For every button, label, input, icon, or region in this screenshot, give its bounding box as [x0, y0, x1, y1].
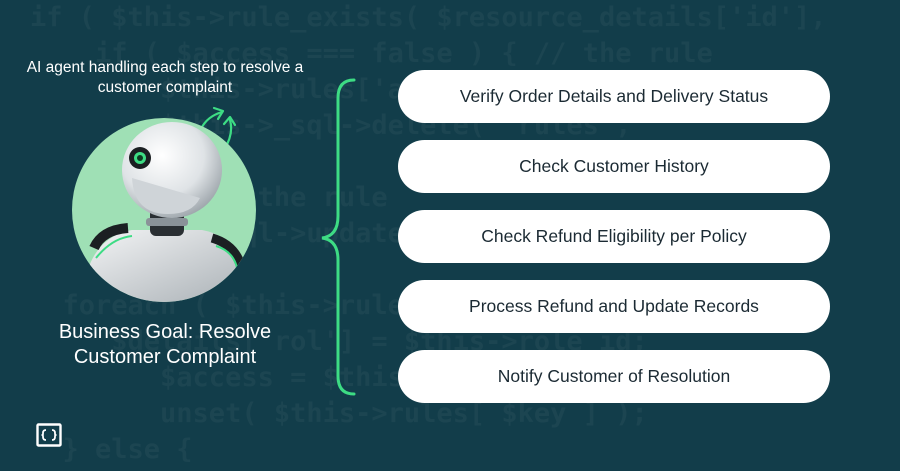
- step-process-refund: Process Refund and Update Records: [398, 280, 830, 333]
- step-check-history: Check Customer History: [398, 140, 830, 193]
- step-check-refund-eligibility: Check Refund Eligibility per Policy: [398, 210, 830, 263]
- step-verify-order: Verify Order Details and Delivery Status: [398, 70, 830, 123]
- business-goal-title: Business Goal: Resolve Customer Complain…: [58, 321, 272, 368]
- robot-icon: [82, 122, 250, 302]
- logo-icon: [36, 423, 62, 447]
- caption-text: AI agent handling each step to resolve a…: [26, 59, 304, 96]
- steps-list: Verify Order Details and Delivery Status…: [398, 70, 830, 420]
- robot-avatar: [72, 118, 256, 302]
- curly-brace-icon: [321, 78, 356, 396]
- step-notify-customer: Notify Customer of Resolution: [398, 350, 830, 403]
